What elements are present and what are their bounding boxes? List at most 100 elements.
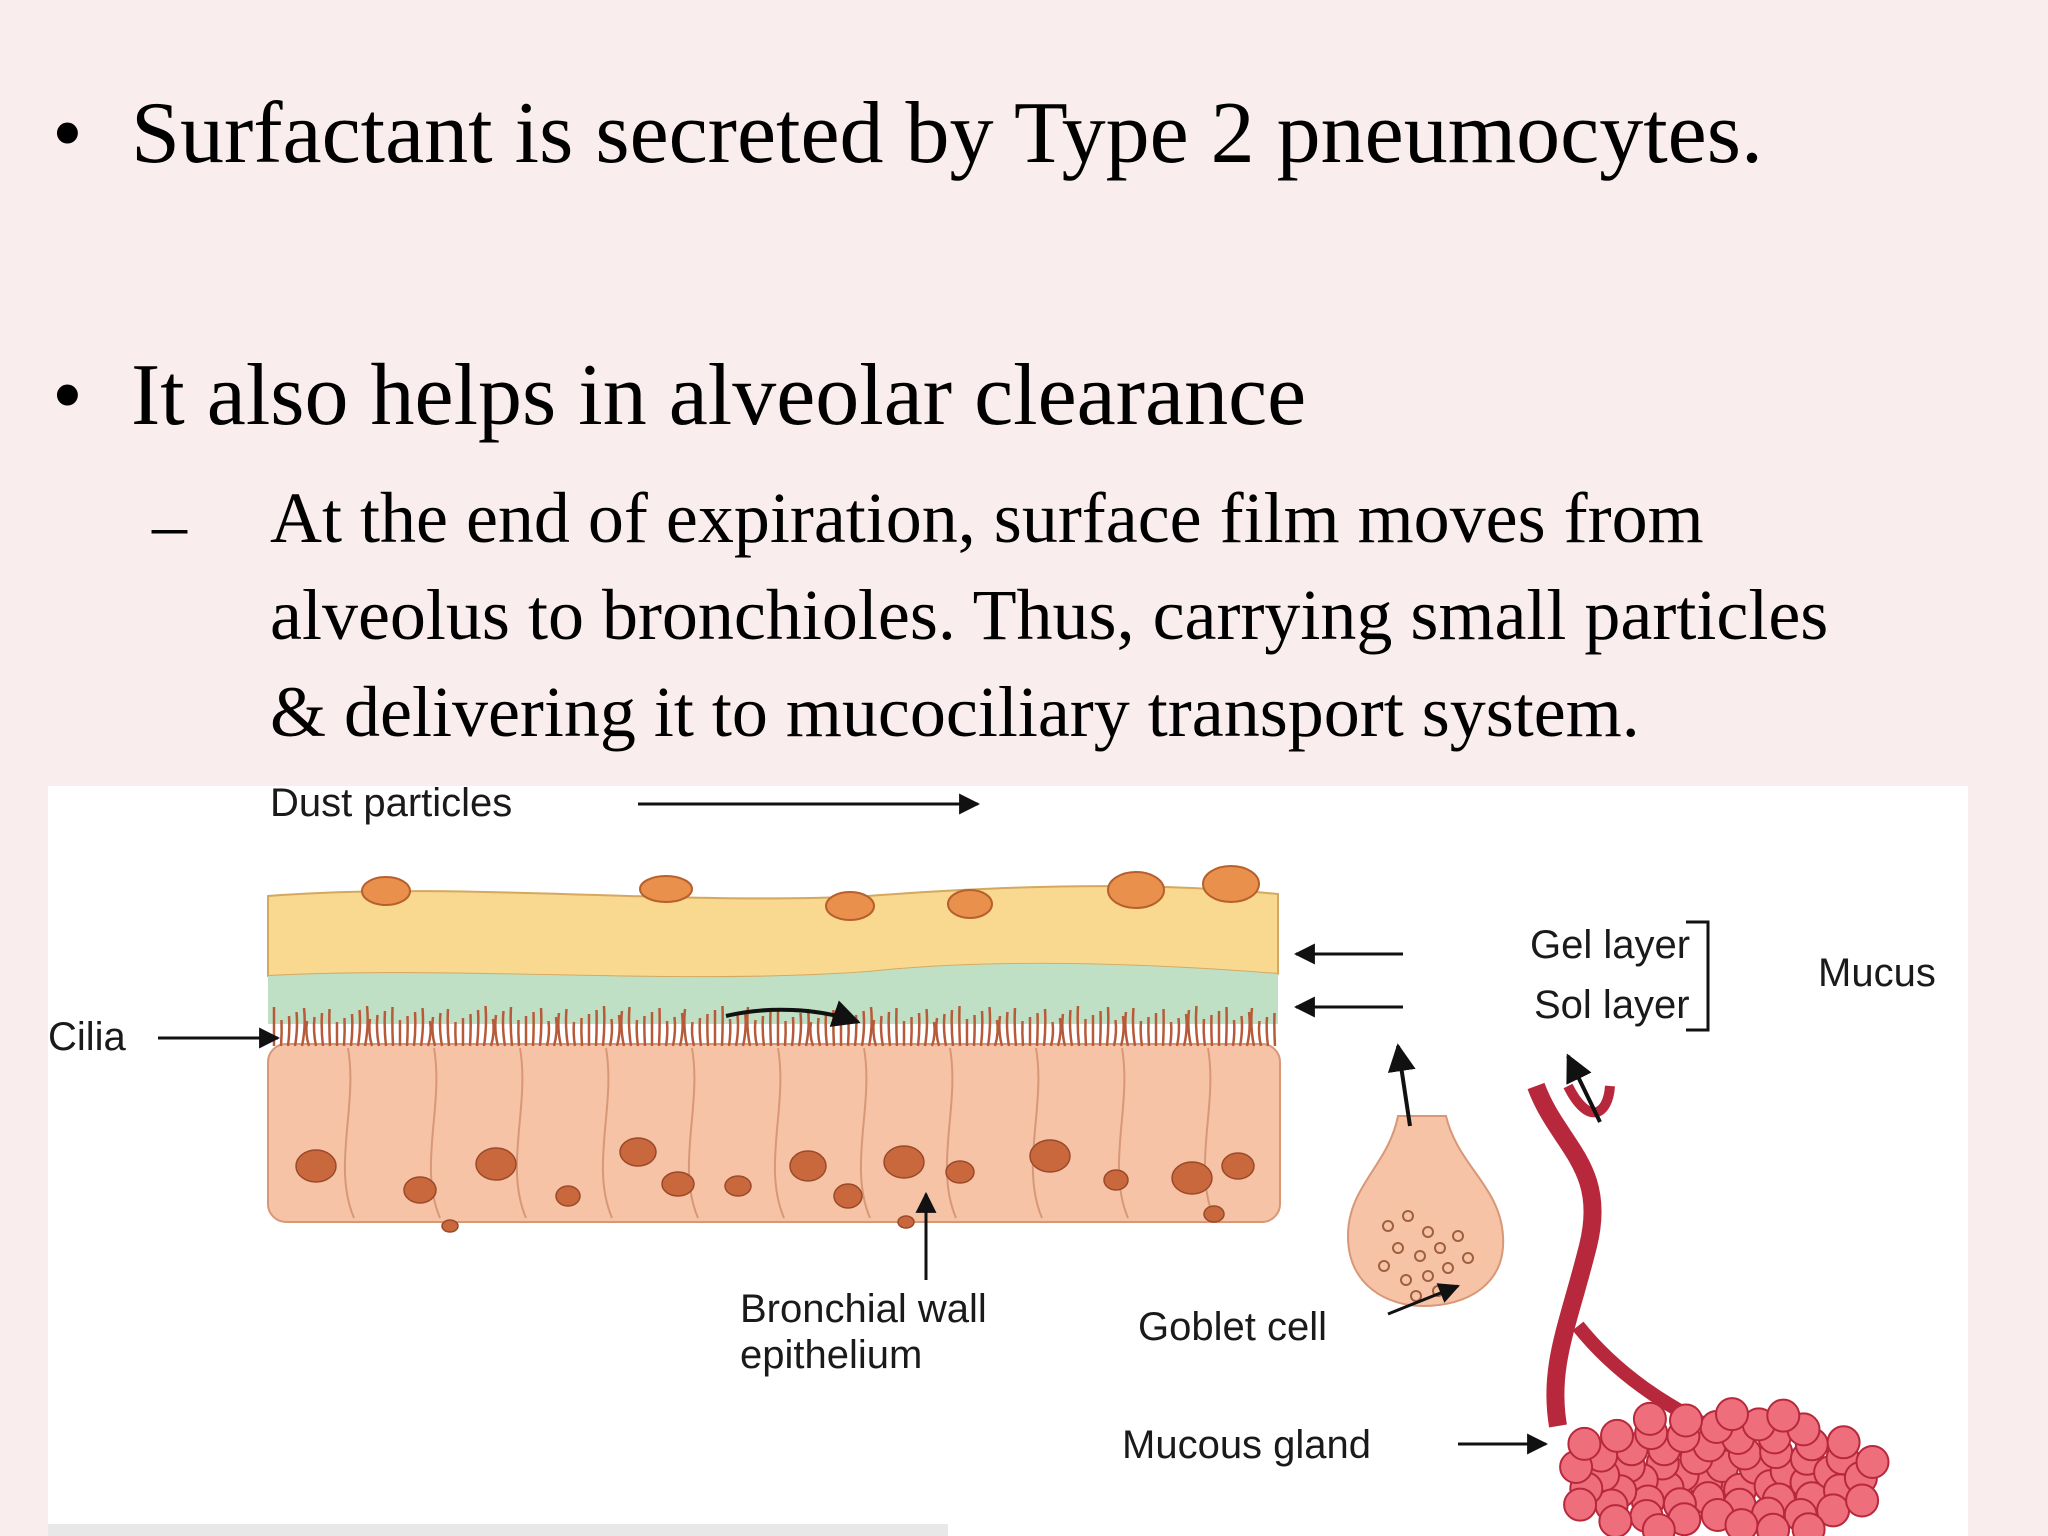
cilium bbox=[1139, 1020, 1144, 1047]
cilium bbox=[872, 1019, 878, 1047]
cilium bbox=[797, 1012, 803, 1047]
mucus-bracket bbox=[1686, 920, 1710, 1032]
cilium bbox=[349, 1013, 354, 1047]
cilium bbox=[1049, 1021, 1055, 1047]
cilium bbox=[517, 1019, 521, 1047]
cilium bbox=[468, 1013, 472, 1047]
cilium bbox=[1168, 1021, 1173, 1047]
nucleus bbox=[789, 1150, 827, 1182]
gland-acinus bbox=[1563, 1487, 1598, 1522]
cilium bbox=[1021, 1020, 1025, 1047]
nucleus bbox=[403, 1176, 437, 1204]
nucleus bbox=[555, 1185, 581, 1207]
cilium bbox=[363, 1005, 369, 1047]
cilium bbox=[690, 1021, 696, 1047]
cell-boundary bbox=[1203, 1047, 1215, 1219]
cilium bbox=[1042, 1008, 1047, 1047]
sub-bullet-line: & delivering it to mucociliary transport… bbox=[270, 672, 1640, 752]
cilium bbox=[1194, 1005, 1200, 1047]
cilium bbox=[489, 1018, 495, 1047]
gland-acinus bbox=[1600, 1418, 1634, 1453]
cilium bbox=[1245, 1011, 1251, 1047]
cilium bbox=[564, 1008, 570, 1047]
cilium bbox=[1035, 1012, 1039, 1047]
gland-acinus bbox=[1845, 1483, 1880, 1518]
nucleus bbox=[897, 1215, 915, 1229]
cilium bbox=[790, 1016, 795, 1047]
cilium bbox=[867, 1006, 873, 1047]
secretory-granule bbox=[1434, 1242, 1446, 1254]
secretory-granule bbox=[1452, 1230, 1464, 1242]
sub-bullet-line: alveolus to bronchioles. Thus, carrying … bbox=[270, 575, 1829, 655]
cilium bbox=[1124, 1011, 1130, 1047]
sub-bullet-line: At the end of expiration, surface film m… bbox=[270, 478, 1704, 558]
epithelial-cells bbox=[343, 1047, 1215, 1219]
cilium bbox=[305, 1020, 311, 1047]
nucleus bbox=[1171, 1161, 1213, 1195]
cilium bbox=[1105, 1006, 1110, 1047]
cilium bbox=[627, 1006, 633, 1047]
cilium bbox=[1056, 1017, 1062, 1047]
goblet-arrow-up bbox=[1387, 1043, 1416, 1127]
cilium bbox=[923, 1008, 929, 1047]
cilium bbox=[909, 1016, 913, 1047]
cilium bbox=[783, 1020, 787, 1047]
cilium bbox=[531, 1011, 535, 1047]
dust-particles-label: Dust particles bbox=[270, 786, 513, 825]
secretory-granule bbox=[1422, 1226, 1434, 1238]
cilium bbox=[1068, 1009, 1074, 1047]
cilium bbox=[279, 1019, 283, 1047]
nucleus bbox=[945, 1160, 975, 1184]
cilium bbox=[698, 1017, 703, 1047]
secretory-granule bbox=[1462, 1252, 1474, 1264]
cilium bbox=[986, 1006, 992, 1047]
epithelium-label: epithelium bbox=[740, 1333, 923, 1377]
cilium bbox=[753, 1019, 759, 1047]
bullet-1-symbol: • bbox=[52, 85, 83, 182]
cilium bbox=[594, 1009, 598, 1047]
bullet-2-symbol: • bbox=[52, 347, 83, 444]
epithelium-shape bbox=[267, 1043, 1281, 1223]
dust-particles bbox=[361, 865, 1260, 921]
cilium bbox=[958, 1005, 962, 1047]
cilium bbox=[1224, 1006, 1228, 1047]
cell-boundary bbox=[1117, 1047, 1129, 1219]
cilium bbox=[419, 1007, 425, 1047]
gland-acinus bbox=[1598, 1504, 1633, 1536]
gland-acinus bbox=[1826, 1425, 1861, 1460]
cell-boundary bbox=[1031, 1047, 1043, 1219]
secretory-granule bbox=[1410, 1290, 1422, 1302]
cilium bbox=[942, 1013, 948, 1047]
gland-acinus bbox=[1632, 1401, 1667, 1436]
mucociliary-diagram: Dust particles Cilia Gel layer Sol layer… bbox=[48, 786, 1968, 1536]
nucleus bbox=[475, 1147, 517, 1181]
gland-acinus bbox=[1567, 1426, 1602, 1461]
cilium bbox=[1202, 1018, 1207, 1047]
cilium bbox=[572, 1021, 577, 1047]
cilium bbox=[1175, 1017, 1181, 1047]
cilium bbox=[761, 1015, 766, 1047]
cilium bbox=[312, 1016, 318, 1047]
cilium bbox=[438, 1012, 444, 1047]
cilium bbox=[1112, 1019, 1118, 1047]
cilium bbox=[300, 1007, 306, 1047]
cilium bbox=[1273, 1012, 1277, 1047]
cilium bbox=[972, 1014, 976, 1047]
gland-acinus bbox=[1756, 1512, 1791, 1536]
cilium bbox=[368, 1018, 374, 1047]
cilium bbox=[494, 1014, 500, 1047]
sol-layer-shape bbox=[268, 963, 1278, 1024]
gel-layer-label: Gel layer bbox=[1530, 923, 1691, 967]
cilium bbox=[935, 1017, 941, 1047]
cilium bbox=[1013, 1007, 1018, 1047]
cilium bbox=[1231, 1019, 1236, 1047]
cilium bbox=[1161, 1008, 1165, 1047]
cilium bbox=[286, 1015, 291, 1047]
cilium bbox=[1084, 1018, 1088, 1047]
cilium bbox=[809, 1021, 815, 1047]
cilium bbox=[1257, 1020, 1263, 1047]
gland-acinus bbox=[1715, 1397, 1749, 1432]
gland-arrow-up bbox=[1566, 1053, 1602, 1123]
cilium bbox=[824, 1013, 829, 1047]
cell-boundary bbox=[945, 1047, 957, 1219]
